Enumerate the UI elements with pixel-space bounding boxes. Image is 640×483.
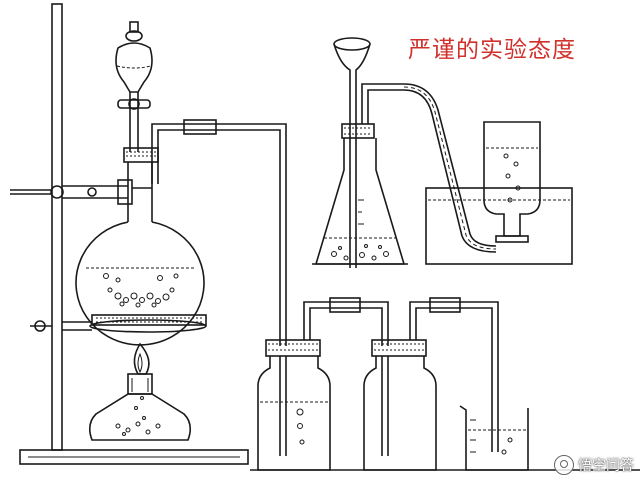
rubber-tube-joint: [183, 119, 217, 135]
wash-bottle-2: [363, 297, 499, 471]
rubber-tube-joint: [329, 297, 361, 313]
lamp-fuel: [115, 396, 161, 436]
separatory-funnel: [115, 21, 153, 152]
conical-flask: [312, 37, 408, 268]
stand-rod: [51, 3, 63, 451]
wash-bottle-1: [257, 297, 389, 471]
alcohol-lamp: [88, 342, 192, 441]
gas-collection-bottle: [483, 121, 541, 237]
conical-flask-solids: [331, 244, 389, 261]
delivery-tube-1: [151, 119, 287, 346]
wire-gauze: [91, 314, 207, 326]
diagram-caption: 严谨的实验态度: [408, 37, 576, 63]
flask-solids: [103, 273, 179, 308]
upper-clamp: [10, 179, 133, 205]
iron-stand: [10, 3, 249, 465]
flask-stopper: [123, 147, 159, 163]
stand-base: [19, 449, 249, 465]
watermark-text: 悟空问答: [578, 458, 634, 474]
watermark: 悟空问答: [554, 455, 634, 475]
water-trough: [403, 83, 573, 265]
rubber-tube-joint: [429, 297, 461, 313]
ring-support: [30, 319, 207, 333]
beaker: [459, 405, 529, 471]
watermark-logo-icon: [554, 455, 574, 475]
